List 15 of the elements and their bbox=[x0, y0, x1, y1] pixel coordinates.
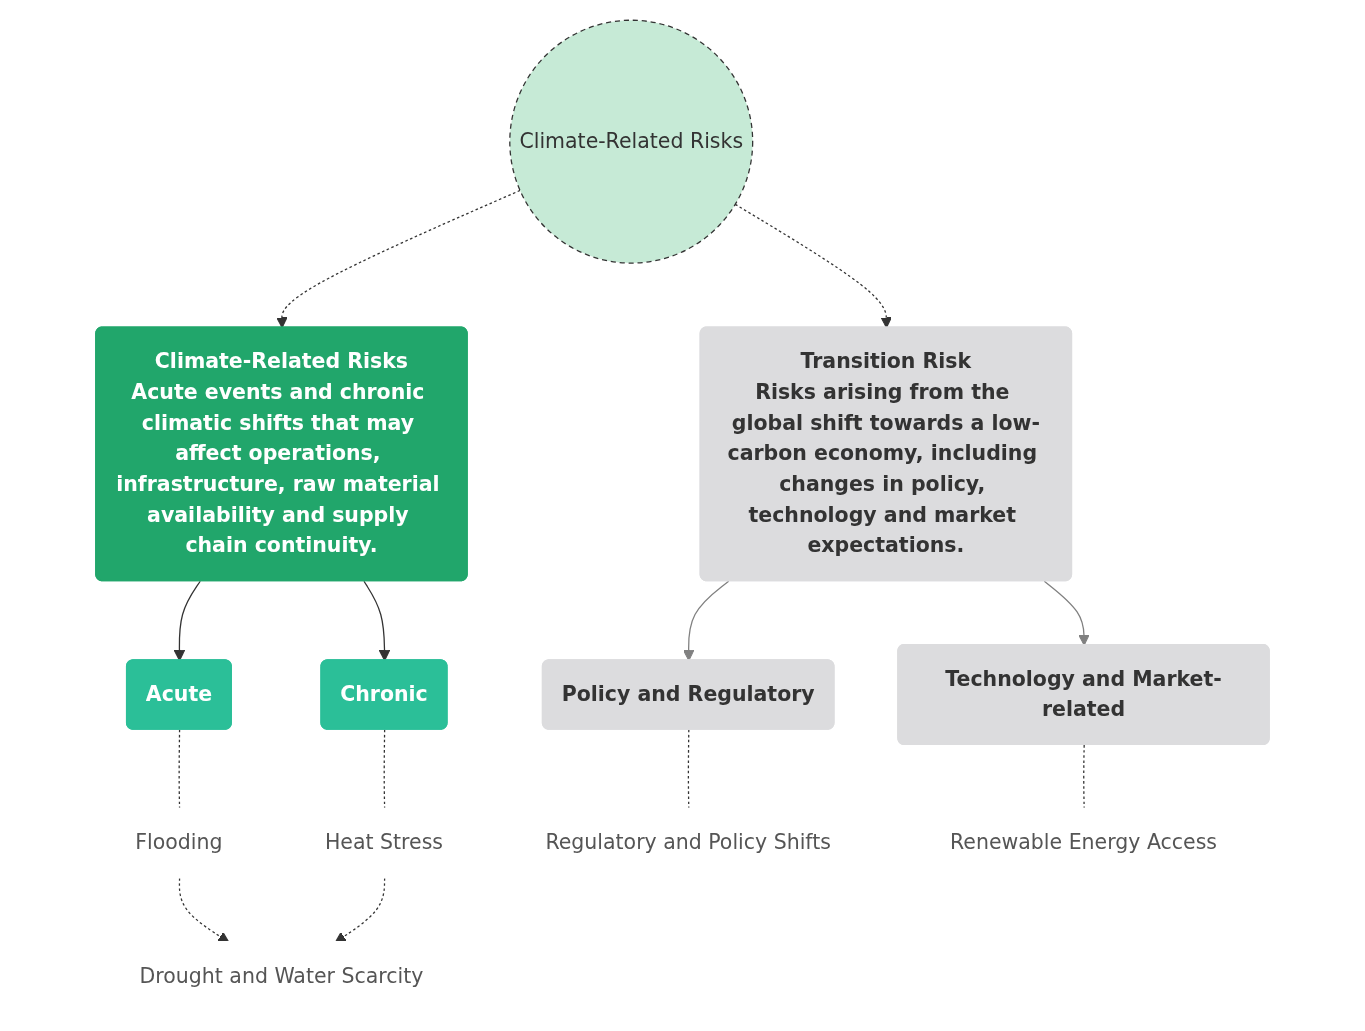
node-circle: Climate-Related Risks bbox=[509, 19, 754, 264]
connector bbox=[383, 729, 386, 810]
connector bbox=[1083, 744, 1085, 810]
node-text: Renewable Energy Access bbox=[950, 830, 1218, 855]
connector bbox=[687, 729, 690, 810]
node-text: Flooding bbox=[135, 830, 223, 855]
node-text: Drought and Water Scarcity bbox=[139, 963, 424, 988]
connector bbox=[178, 729, 181, 810]
arrow bbox=[334, 877, 386, 943]
node-text: Heat Stress bbox=[324, 830, 444, 855]
arrow bbox=[276, 189, 521, 329]
arrow bbox=[178, 877, 230, 943]
arrow bbox=[734, 203, 892, 329]
arrow bbox=[1043, 580, 1090, 646]
node-text: Regulatory and Policy Shifts bbox=[545, 830, 831, 855]
